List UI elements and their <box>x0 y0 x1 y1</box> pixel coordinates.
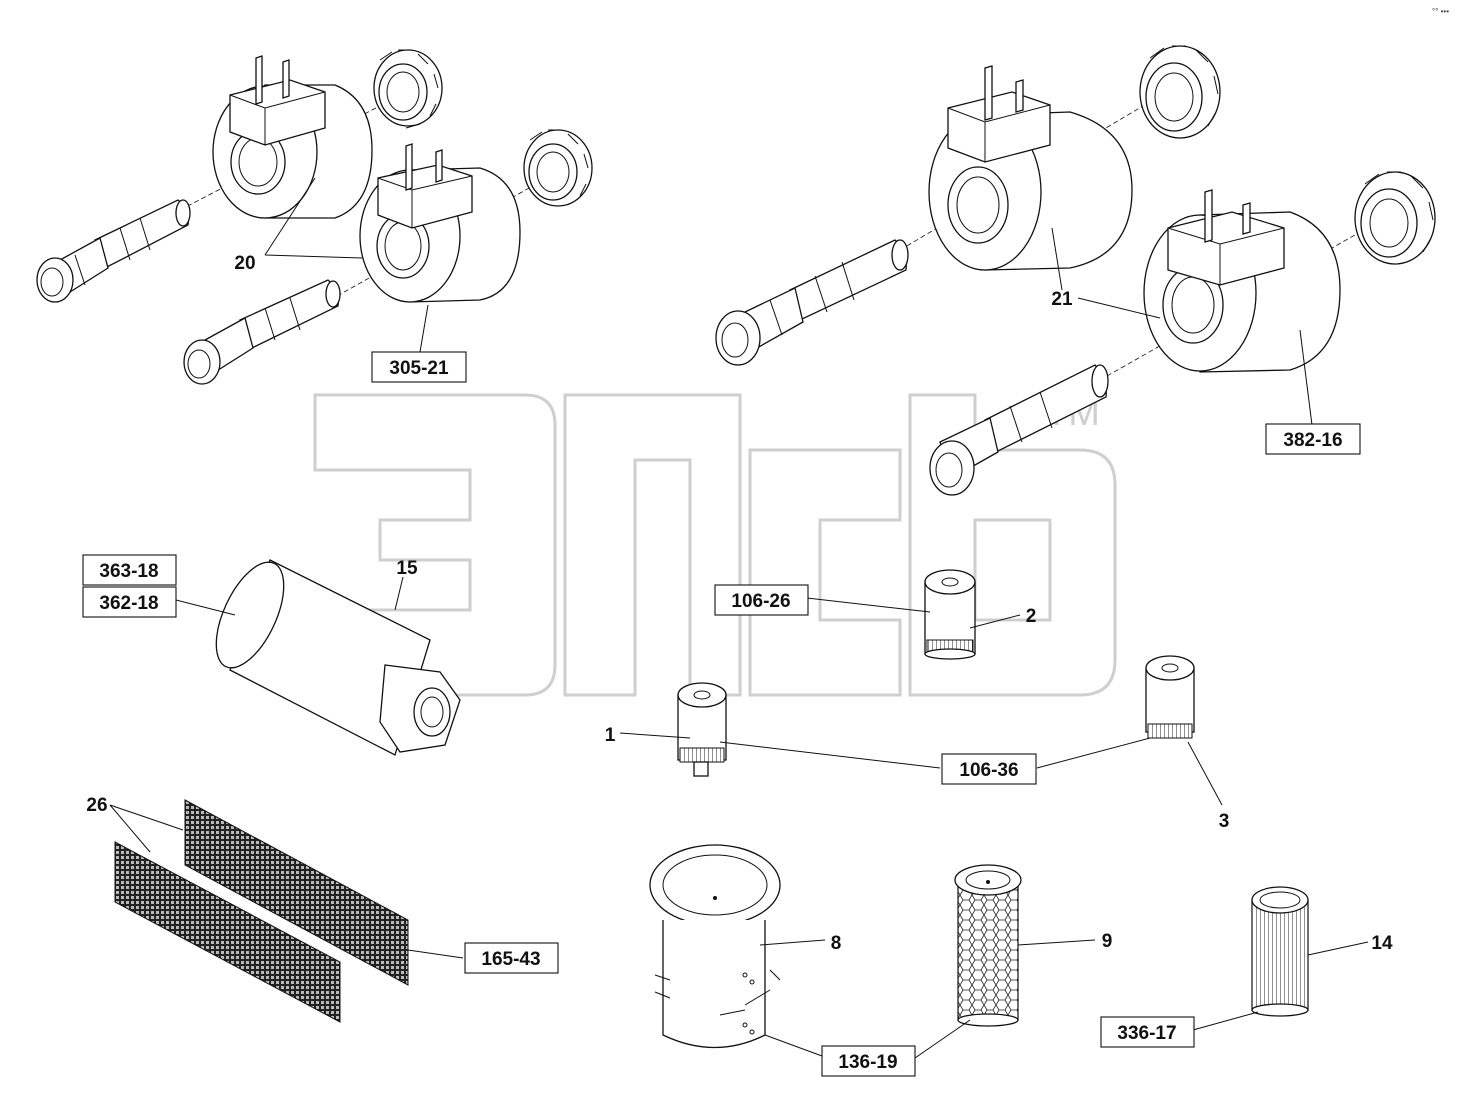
bowl-filter-8 <box>649 844 781 1049</box>
valve-cartridge-20a <box>36 199 191 303</box>
solenoid-coil-20b <box>329 143 571 303</box>
code-label-336-17: 336-17 <box>1117 1023 1176 1044</box>
lock-nut-21b <box>1354 171 1436 265</box>
code-label-106-36: 106-36 <box>959 760 1018 781</box>
spin-on-filter-3 <box>1145 655 1195 739</box>
code-label-362-18: 362-18 <box>99 593 158 614</box>
lock-nut-20a <box>373 49 443 129</box>
solenoid-coil-21a <box>899 65 1171 271</box>
valve-cartridge-21a <box>715 239 909 366</box>
lock-nut-20b <box>523 129 593 207</box>
callout-26: 26 <box>86 795 107 816</box>
leader-lines <box>109 177 1369 1059</box>
code-label-165-43: 165-43 <box>481 949 540 970</box>
code-box-106-36[interactable]: 106-36 <box>941 753 1037 785</box>
callout-21: 21 <box>1051 289 1073 310</box>
cabin-mesh-filters-26 <box>114 799 409 1023</box>
callout-9: 9 <box>1102 931 1113 952</box>
solenoid-coil-20a <box>179 55 421 219</box>
code-label-382-16: 382-16 <box>1283 430 1342 451</box>
callout-15: 15 <box>396 558 418 579</box>
valve-cartridge-20b <box>183 279 341 385</box>
code-label-106-26: 106-26 <box>731 591 790 612</box>
valve-cartridge-21b <box>929 364 1109 496</box>
code-box-363-18[interactable]: 363-18 <box>82 554 177 586</box>
code-box-382-16[interactable]: 382-16 <box>1265 423 1361 455</box>
suction-strainer-15 <box>215 559 461 756</box>
lock-nut-21a <box>1139 45 1221 139</box>
code-box-305-21[interactable]: 305-21 <box>371 351 467 383</box>
code-box-165-43[interactable]: 165-43 <box>464 942 559 974</box>
corner-mark: °° ••• <box>1432 7 1449 16</box>
callout-20: 20 <box>234 253 255 274</box>
code-box-336-17[interactable]: 336-17 <box>1100 1016 1195 1048</box>
spin-on-filter-1 <box>677 682 727 777</box>
callout-2: 2 <box>1026 606 1037 627</box>
code-box-362-18[interactable]: 362-18 <box>82 586 177 618</box>
callout-14: 14 <box>1371 933 1393 954</box>
code-label-305-21: 305-21 <box>389 358 449 379</box>
solenoid-coil-21b <box>1099 189 1391 381</box>
code-box-106-26[interactable]: 106-26 <box>714 584 809 616</box>
callout-3: 3 <box>1219 811 1230 832</box>
code-label-363-18: 363-18 <box>99 561 158 582</box>
code-box-136-19[interactable]: 136-19 <box>821 1045 916 1077</box>
callout-8: 8 <box>831 933 842 954</box>
hydraulic-filter-element-14 <box>1251 886 1309 1017</box>
spin-on-filter-2 <box>924 569 976 660</box>
callout-1: 1 <box>605 725 616 746</box>
code-label-136-19: 136-19 <box>838 1052 897 1073</box>
air-filter-element-9 <box>954 864 1022 1027</box>
